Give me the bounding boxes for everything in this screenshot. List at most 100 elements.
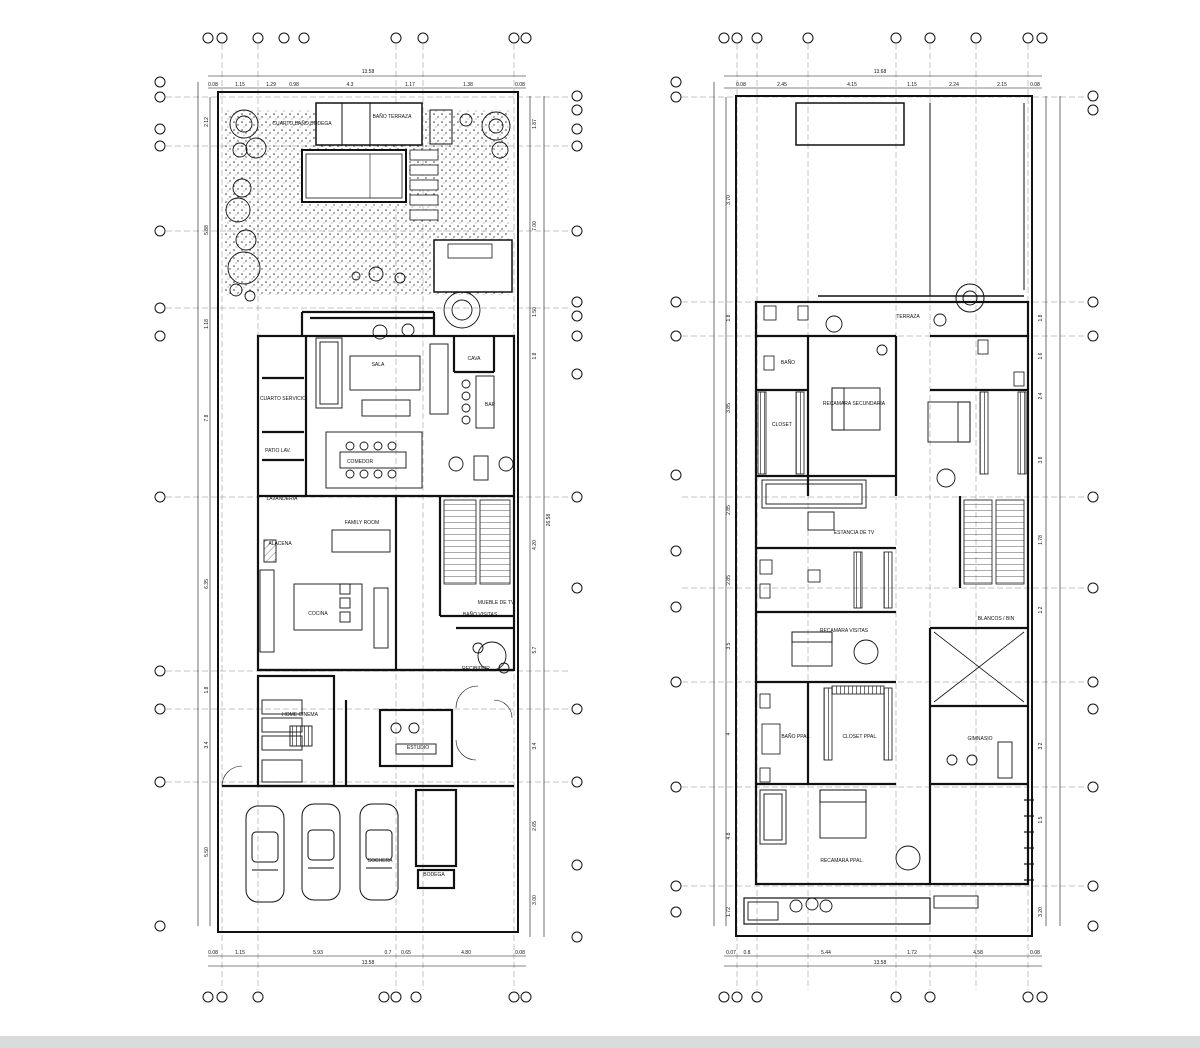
property-boundary [735,95,1033,937]
room-label: COCHERA [367,858,393,864]
dimension-label: 0.08 [208,82,218,88]
room-label: RECIBIDOR [462,666,490,672]
dimension-label: 26.58 [546,514,552,527]
dimension-label: 4.58 [973,950,983,956]
dimension-label: 3.2 [1038,742,1044,749]
ground-walls [222,310,516,890]
dimension-label: 0.07 [726,950,736,956]
dimension-label: 0.98 [289,82,299,88]
property-boundary [217,91,519,933]
room-label: HOME CINEMA [282,712,319,718]
dimension-label: 1.5 [1038,816,1044,823]
room-label: CUARTO SERVICIO [260,396,306,402]
upper-room-labels: TERRAZA BAÑO RECAMARA SECUNDARIA CLOSET … [772,314,1015,864]
dimension-label: 1.8 [1038,314,1044,321]
dimension-label: 3.5 [726,642,732,649]
dimension-label: 1.18 [204,319,210,329]
dimension-label: 1.15 [235,950,245,956]
dimension-label: 0.08 [1030,82,1040,88]
facade-louvers [1024,799,1034,881]
covered-terrace [433,239,513,293]
tv-lounge-sofa [761,479,867,531]
void-over-entry [933,631,1025,703]
study-furniture [390,722,437,755]
dimension-label: 0.7 [385,950,392,956]
dimension-label: 1.38 [463,82,473,88]
dimension-label: 0.65 [401,950,411,956]
dimension-label: 4.80 [461,950,471,956]
chairs [825,313,956,871]
dimension-label: 3.4 [532,742,538,749]
tree-icons [225,109,511,329]
dimension-label: 1.78 [1038,535,1044,545]
grid-bubbles-bottom [202,991,532,1003]
window-bottom-bar [0,1036,1200,1048]
dimension-label: 1.72 [907,950,917,956]
dimension-label: 0.08 [515,950,525,956]
dimension-label: 3.20 [1038,907,1044,917]
dimension-label: 0.8 [744,950,751,956]
dimension-label: 3.85 [726,403,732,413]
entry-round-table [472,641,510,674]
dimension-lines [197,75,545,967]
room-label: SALA [372,362,385,368]
room-label: BAÑO [781,359,795,366]
dimension-label: 1.87 [532,119,538,129]
dimension-label: 4.3 [347,82,354,88]
dimension-label: 4.20 [532,540,538,550]
room-label: RECAMARA PPAL. [820,858,863,864]
room-label: MUEBLE DE TV [478,600,515,606]
kitchen-island [259,529,391,653]
dimension-label: 5.88 [204,225,210,235]
dimension-label: 1.50 [532,307,538,317]
upper-stairs [963,499,1025,585]
dimension-label: 4 [726,732,732,735]
room-label: CLOSET PPAL. [842,734,877,740]
staircase [443,499,511,585]
room-label: PATIO LAV. [265,448,291,454]
pool [301,149,407,203]
dimension-label: 3.70 [726,195,732,205]
dimension-label: 2.24 [949,82,959,88]
room-label: BAÑO PPAL. [781,733,810,740]
grid-bubbles-right [571,90,583,943]
room-label: BLANCOS / BIN [978,616,1015,622]
dimension-label: 1.15 [235,82,245,88]
room-label: CAVA [468,356,482,362]
dimension-label: 1.17 [405,82,415,88]
dimension-label: 3.00 [532,895,538,905]
dimension-label: 4.15 [847,82,857,88]
room-label: BODEGA [423,872,445,878]
room-label: RECAMARA SECUNDARIA [823,401,886,407]
dimension-label: 5.7 [532,646,538,653]
front-terrace [743,895,979,925]
cars [245,803,399,903]
dimension-label: 1.2 [1038,606,1044,613]
closets [757,391,1027,761]
dimension-label: 3.8 [1038,456,1044,463]
room-label: GIMNASIO [967,736,992,742]
grid-bubbles-left [154,76,166,932]
beds [759,387,971,845]
dimension-label: 2.12 [204,117,210,127]
dimension-label: 1.8 [204,686,210,693]
door-swings [221,685,513,787]
dimension-label: 2.15 [997,82,1007,88]
dimension-label: 2.4 [1038,392,1044,399]
grid-bubbles-bottom [718,991,1048,1003]
room-label: BAR [485,402,496,408]
grid-bubbles-left [670,76,682,918]
room-label: ESTANCIA DE TV [834,530,875,536]
dimension-label: 0.08 [736,82,746,88]
dimension-label: 2.65 [532,821,538,831]
grid-bubbles-top [718,32,1048,44]
dimension-label: 13.58 [362,960,375,966]
room-label: COCINA [308,611,328,617]
grid-bubbles-right [1087,90,1099,932]
sofa-set [315,323,449,417]
room-label: ALACENA [268,541,292,547]
